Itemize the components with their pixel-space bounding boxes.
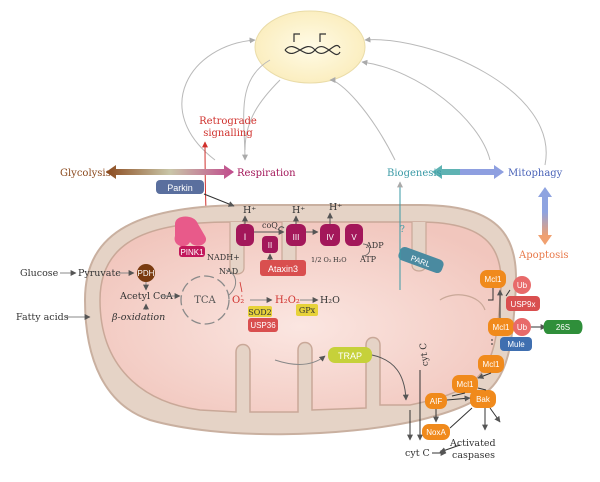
complex-iii-label: III	[293, 233, 300, 242]
h2o-label-a: H₂O	[333, 256, 347, 264]
mcl1-bottom: Mcl1	[452, 375, 478, 393]
dna-helix-icon	[284, 33, 341, 55]
bak: Bak	[470, 390, 496, 408]
pdh: PDH	[137, 264, 155, 282]
usp36-label: USP36	[250, 321, 276, 330]
mitophagy-label: Mitophagy	[508, 168, 563, 179]
mcl1-top: Mcl1	[480, 270, 506, 288]
biogenesis-mitophagy-arrow: Biogenesis Mitophagy	[387, 165, 563, 179]
gpx: GPx	[296, 304, 318, 316]
mule: Mule	[500, 337, 532, 351]
complex-ii: II	[262, 236, 278, 253]
pink1: PINK1	[174, 216, 207, 257]
ub-label-a: Ub	[517, 281, 528, 290]
mcl1-label-d: Mcl1	[457, 380, 474, 389]
usp9x: USP9x	[506, 296, 540, 311]
retrograde-label-2: signalling	[203, 128, 253, 139]
mule-label: Mule	[507, 340, 525, 349]
complex-iv: IV	[320, 224, 340, 246]
hplus-label-1: H⁺	[243, 205, 256, 216]
adp-label: ADP	[365, 241, 384, 250]
nadh-label: NADH+	[207, 253, 240, 262]
mitophagy-apoptosis-arrow: Apoptosis	[518, 187, 569, 261]
trap: TRAP	[328, 347, 409, 401]
mcl1-label-c: Mcl1	[483, 360, 500, 369]
mcl1-label-b: Mcl1	[493, 323, 510, 332]
activated-caspases-label-1: Activated	[449, 438, 496, 449]
gpx-label: GPx	[299, 306, 316, 315]
cyt-c-inner-label: cyt C	[419, 342, 431, 366]
usp9x-label: USP9x	[511, 300, 536, 309]
tca-cycle: TCA	[180, 269, 237, 325]
complex-v: V	[345, 224, 363, 246]
complex-v-label: V	[351, 233, 357, 242]
hplus-label-2: H⁺	[292, 205, 305, 216]
mcl1-label-a: Mcl1	[485, 275, 502, 284]
question-mark-label: ?	[400, 225, 405, 235]
complex-i-label: I	[244, 232, 247, 242]
activated-caspases-label-2: caspases	[452, 450, 495, 461]
complex-ii-label: II	[268, 241, 272, 250]
noxa-label: NoxA	[426, 428, 446, 437]
h2o-label-b: H₂O	[320, 295, 340, 306]
apoptosis-label: Apoptosis	[518, 250, 569, 261]
ataxin3: Ataxin3	[260, 253, 306, 276]
fatty-acids-label: Fatty acids	[16, 312, 69, 323]
coq-label: coQ	[262, 221, 278, 230]
complex-i: I	[236, 224, 254, 246]
glucose-label: Glucose	[20, 268, 59, 279]
glycolysis-label: Glycolysis	[60, 168, 111, 179]
parkin-label: Parkin	[167, 183, 193, 193]
ub-label-b: Ub	[517, 323, 528, 332]
nad-label: NAD	[219, 267, 238, 276]
ataxin3-label: Ataxin3	[268, 264, 298, 274]
ub-mid: Ub	[513, 318, 531, 336]
proteasome-26s: 26S	[543, 320, 583, 334]
pyruvate-label: Pyruvate	[78, 268, 121, 279]
retrograde-label-1: Retrograde	[199, 116, 257, 127]
nucleus-arrows	[181, 36, 547, 166]
atp-label: ATP	[359, 255, 377, 264]
trap-label: TRAP	[338, 351, 362, 361]
biogenesis-label: Biogenesis	[387, 168, 442, 179]
pdh-label: PDH	[138, 269, 155, 278]
hplus-label-3: H⁺	[329, 202, 342, 213]
complex-iv-label: IV	[326, 233, 334, 242]
aif-label: AIF	[430, 397, 443, 406]
acetyl-coa-label: Acetyl CoA	[119, 291, 173, 302]
ub-top: Ub	[513, 276, 531, 294]
mcl1-mid: Mcl1	[488, 318, 514, 336]
parkin: Parkin	[156, 180, 235, 207]
nucleus	[254, 10, 366, 84]
glycolysis-respiration-arrow: Glycolysis Respiration	[60, 165, 296, 179]
pink1-label: PINK1	[180, 248, 204, 257]
usp36: USP36	[248, 318, 278, 332]
half-o2-label: 1/2 O₂	[311, 256, 332, 264]
cyt-c-outer-label: cyt C	[405, 448, 430, 459]
mcl1-lower: Mcl1	[478, 355, 504, 373]
aif: AIF	[425, 393, 447, 409]
noxa: NoxA	[422, 424, 450, 440]
bak-label: Bak	[476, 395, 491, 404]
superoxide-label: O₂̇	[232, 295, 244, 306]
tca-label: TCA	[194, 295, 216, 306]
sod2: SOD2	[248, 306, 272, 317]
complex-iii: III	[286, 224, 306, 246]
proteasome-label: 26S	[556, 323, 570, 332]
h2o2-label: H₂O₂	[275, 295, 300, 306]
sod2-label: SOD2	[248, 308, 272, 317]
respiration-label: Respiration	[237, 168, 296, 179]
beta-oxidation-label: β-oxidation	[111, 312, 165, 323]
